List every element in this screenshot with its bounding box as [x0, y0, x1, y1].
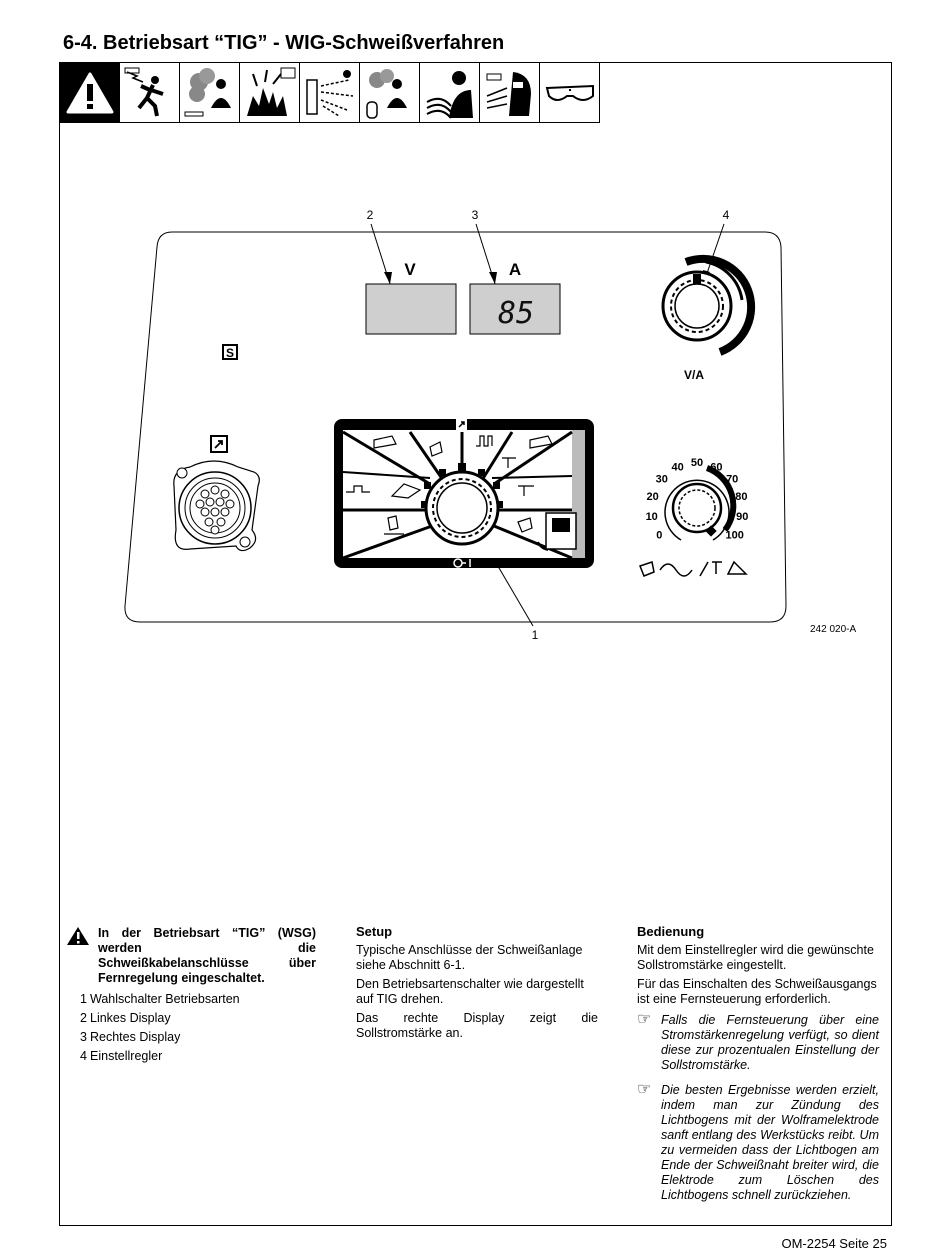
setup-paragraph-2: Den Betriebsartenschalter wie dargestell…: [356, 977, 584, 1006]
right-display-value: 85: [498, 296, 534, 331]
column-setup: Setup Typische Anschlüsse der Schweißanl…: [356, 924, 598, 1045]
setup-paragraph-1: Typische Anschlüsse der Schweißanlage si…: [356, 943, 583, 972]
fire-explosion-icon: [240, 62, 300, 123]
dial-tick-label: 80: [735, 491, 747, 503]
right-display: [469, 283, 561, 335]
note-1: ☞ Falls die Fernsteuerung über eine Stro…: [637, 1011, 879, 1073]
callout-4: 4: [723, 208, 730, 222]
figure-id: 242 020-A: [810, 624, 857, 635]
dial-tick-label: 100: [726, 529, 744, 541]
dial-tick-label: 30: [656, 473, 668, 485]
dial-tick-label: 20: [646, 491, 658, 503]
page-heading: 6-4. Betriebsart “TIG” - WIG-Schweißverf…: [63, 32, 505, 54]
adjustment-knob: [661, 254, 756, 356]
dial-tick-label: 90: [736, 511, 748, 523]
front-panel-diagram: 2 3 4 1 V A 85 S V/A: [124, 208, 787, 642]
fumes-icon: [180, 62, 240, 123]
right-display-label: A: [509, 260, 521, 279]
warning-triangle-icon: [59, 62, 120, 123]
column-operation: Bedienung Mit dem Einstellregler wird di…: [637, 924, 879, 1203]
arc-rays-icon: [420, 62, 480, 123]
process-selector: [334, 419, 594, 568]
dial-tick-label: 0: [656, 529, 662, 541]
warning-triangle-icon: [66, 926, 98, 986]
operation-title: Bedienung: [637, 924, 705, 939]
s-badge-label: S: [226, 346, 234, 360]
dial-tick-label: 50: [691, 457, 703, 469]
hot-sparks-icon: [300, 62, 360, 123]
warning-text: In der Betriebsart “TIG” (WSG) werden di…: [98, 926, 316, 985]
callout-2: 2: [367, 208, 374, 222]
pointing-hand-icon: ☞: [637, 1011, 652, 1028]
column-legend: In der Betriebsart “TIG” (WSG) werden di…: [66, 926, 316, 1068]
note-2: ☞ Die besten Ergebnisse werden erzielt, …: [637, 1081, 879, 1203]
warning-strip: [59, 62, 600, 123]
knob-label: V/A: [684, 368, 704, 382]
setup-paragraph-3: Das rechte Display zeigt die Sollstromst…: [356, 1011, 598, 1040]
dial-tick-label: 60: [710, 461, 722, 473]
dial-tick-label: 40: [671, 461, 683, 473]
dial-tick-label: 10: [646, 511, 658, 523]
remote-connector: [173, 435, 260, 552]
left-display-label: V: [404, 260, 416, 279]
operation-paragraph-1: Mit dem Einstellregler wird die gewünsch…: [637, 943, 874, 972]
electric-shock-icon: [120, 62, 180, 123]
welding-helmet-icon: [480, 62, 540, 123]
dial-tick-label: 70: [726, 473, 738, 485]
note-1-text: Falls die Fernsteuerung über eine Stroms…: [661, 1013, 879, 1072]
remote-glyph-row: [639, 560, 748, 577]
callout-3: 3: [472, 208, 479, 222]
left-display: [365, 283, 457, 335]
page-footer: OM-2254 Seite 25: [781, 1236, 887, 1251]
gas-cylinder-fumes-icon: [360, 62, 420, 123]
pointing-hand-icon: ☞: [637, 1081, 652, 1098]
note-2-text: Die besten Ergebnisse werden erzielt, in…: [661, 1083, 879, 1202]
setup-title: Setup: [356, 924, 393, 939]
callout-1: 1: [532, 628, 539, 642]
safety-glasses-icon: [540, 62, 600, 123]
operation-paragraph-2: Für das Einschalten des Schweißausgangs …: [637, 977, 877, 1006]
